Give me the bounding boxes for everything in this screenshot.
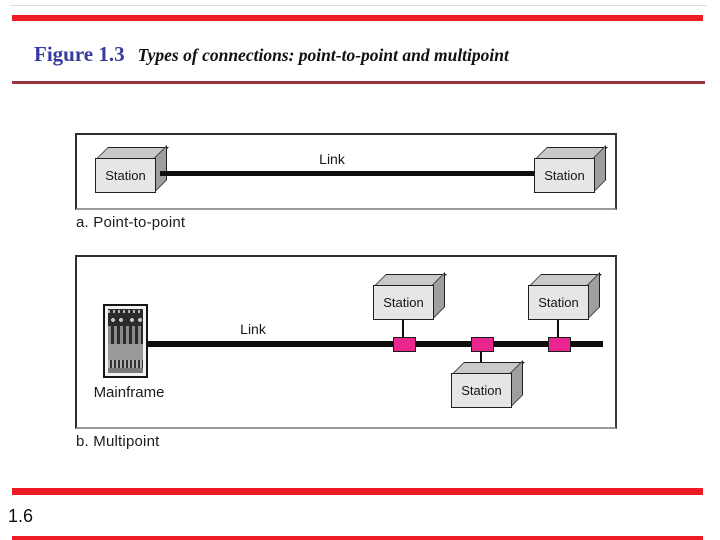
- bus-tap-3: [548, 337, 571, 352]
- link-label-b: Link: [240, 321, 266, 337]
- top-red-rule: [12, 15, 703, 21]
- figure-title: Figure 1.3 Types of connections: point-t…: [34, 42, 674, 67]
- bottom-edge-red-rule: [12, 536, 703, 540]
- link-label-a: Link: [319, 151, 345, 167]
- figure-caption: Types of connections: point-to-point and…: [137, 45, 509, 65]
- diagram-a-panel: Station Station Link: [75, 133, 617, 210]
- mainframe-base: [108, 368, 143, 373]
- mainframe-panel: [108, 344, 143, 360]
- station-label: Station: [534, 158, 595, 193]
- top-hairline: [10, 5, 707, 6]
- station-label: Station: [373, 285, 434, 320]
- station-box-b-top-right: Station: [528, 272, 602, 321]
- station-label: Station: [95, 158, 156, 193]
- mainframe-tower-icon: [103, 304, 148, 378]
- link-line-b: [148, 341, 603, 347]
- link-line-a: [160, 171, 534, 176]
- mainframe-vents: [108, 326, 143, 344]
- station-box-a-left: Station: [95, 145, 169, 194]
- mainframe-grill: [108, 360, 143, 368]
- bottom-red-rule: [12, 488, 703, 495]
- page-number: 1.6: [8, 506, 34, 526]
- caption-multipoint: b. Multipoint: [76, 433, 160, 450]
- station-box-b-top-left: Station: [373, 272, 447, 321]
- station-label: Station: [528, 285, 589, 320]
- caption-point-to-point: a. Point-to-point: [76, 214, 186, 231]
- title-underline-rule: [12, 81, 705, 84]
- drop-line-station-2: [557, 320, 559, 338]
- mainframe-leds: [108, 309, 143, 315]
- bus-tap-2: [471, 337, 494, 352]
- station-label: Station: [451, 373, 512, 408]
- bus-tap-1: [393, 337, 416, 352]
- figure-number: Figure 1.3: [34, 42, 125, 66]
- drop-line-station-3: [480, 349, 482, 373]
- mainframe-label: Mainframe: [93, 384, 165, 401]
- station-box-b-bottom: Station: [451, 360, 525, 409]
- mainframe-tape-reels: [108, 315, 143, 326]
- station-box-a-right: Station: [534, 145, 608, 194]
- drop-line-station-1: [402, 320, 404, 338]
